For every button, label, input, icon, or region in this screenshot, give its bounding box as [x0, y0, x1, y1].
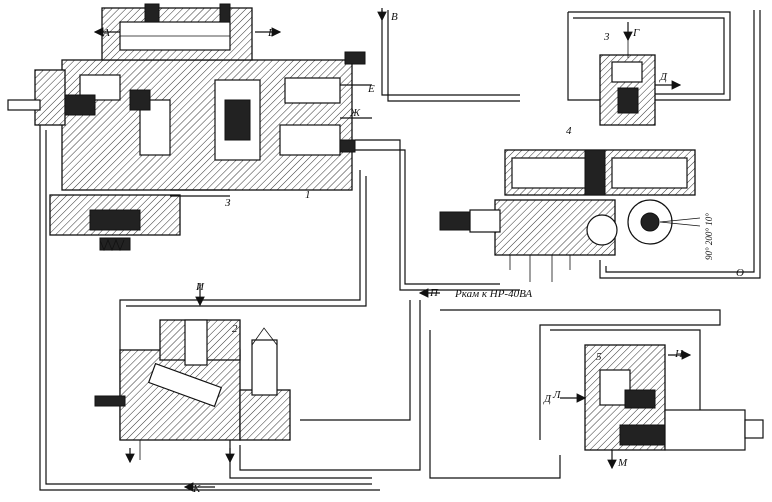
valve-block-3: [599, 35, 656, 126]
label-o: О: [736, 267, 744, 279]
flow-arrows: [93, 8, 692, 492]
label-k: К: [192, 483, 201, 495]
label-p: П: [429, 287, 439, 299]
letter-labels: А Б В Г Д Е Ж З И К Л М Н О П Д: [102, 11, 744, 495]
label-b: Б: [267, 27, 275, 39]
scale-note: 90° 200° 10°: [704, 213, 714, 260]
label-l: Л: [552, 389, 561, 401]
label-zh: Ж: [349, 107, 361, 119]
label-d1: Д: [659, 71, 668, 83]
label-n: Н: [674, 348, 684, 360]
pump-block-2: [94, 319, 291, 460]
number-labels: 1 2 3 4 5: [232, 31, 610, 363]
label-a: А: [102, 27, 110, 39]
number-5: 5: [596, 351, 602, 363]
label-e: Е: [367, 83, 375, 95]
label-m: М: [617, 457, 628, 469]
actuator-block-4: [439, 149, 701, 282]
label-z: З: [225, 197, 231, 209]
number-1: 1: [305, 189, 311, 201]
label-i: И: [195, 281, 205, 293]
label-g: Г: [632, 27, 640, 39]
number-3: 3: [603, 31, 610, 43]
number-4: 4: [566, 125, 572, 137]
valve-block-5: [584, 344, 764, 451]
pressure-note: Ркам к НР-40ВА: [454, 288, 532, 300]
regulator-block-1: [7, 3, 372, 252]
label-v: В: [391, 11, 398, 23]
label-d2: Д: [543, 393, 552, 405]
number-2: 2: [232, 323, 238, 335]
pipelines: [39, 10, 761, 491]
